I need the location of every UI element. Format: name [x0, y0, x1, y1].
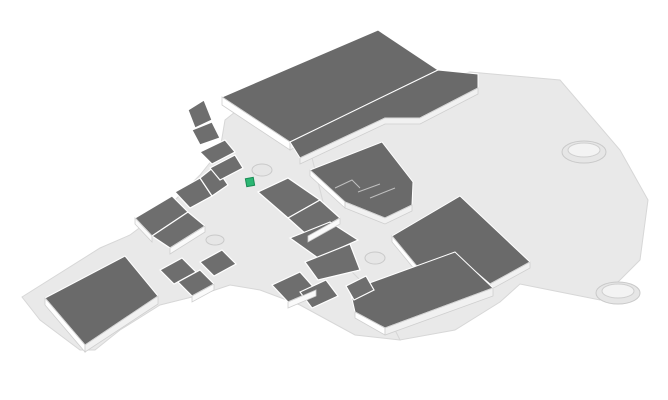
fountain-top-right[interactable] — [561, 140, 607, 164]
kiosk-round-center[interactable] — [205, 163, 386, 265]
store-cluster-left-arc[interactable] — [134, 165, 229, 255]
store-cluster-upper-arc[interactable] — [187, 99, 244, 181]
anchor-store-bottom-right[interactable] — [349, 251, 494, 336]
store-cluster-small[interactable] — [159, 249, 237, 303]
store-cluster-center[interactable] — [256, 177, 361, 281]
anchor-store-left[interactable] — [44, 255, 159, 354]
fountain-bottom-right[interactable] — [595, 281, 641, 305]
store-block-center-right[interactable] — [309, 141, 414, 225]
store-row-bottom[interactable] — [270, 271, 375, 309]
location-marker[interactable] — [244, 176, 256, 188]
anchor-store-top[interactable] — [220, 29, 479, 165]
